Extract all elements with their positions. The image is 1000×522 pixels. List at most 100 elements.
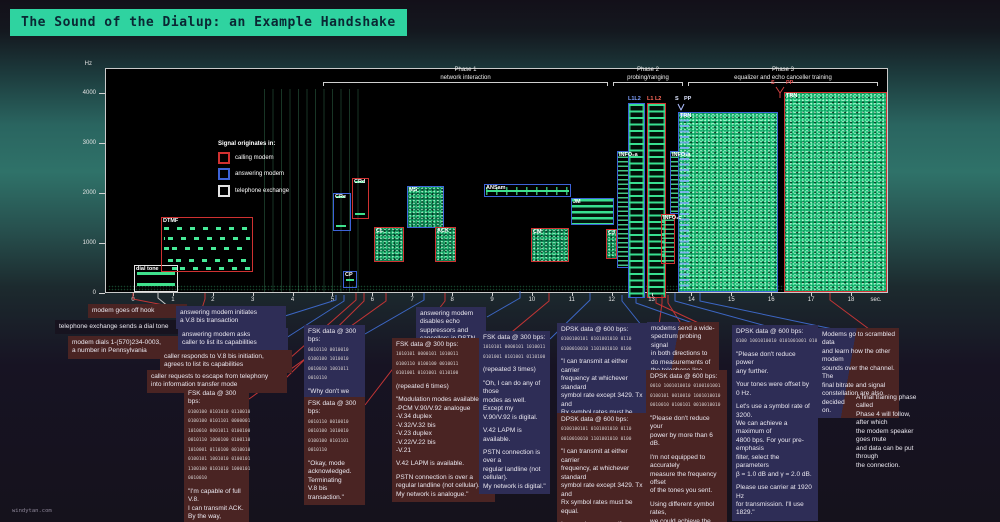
callout-text: V.42 LAPM is available. — [396, 460, 465, 468]
signal-cre: CRe — [333, 193, 351, 231]
x-tick-label: 1 — [171, 297, 175, 303]
callout-title: FSK data @ 300 bps: — [308, 400, 357, 416]
callout-c8: FSK data @ 300 bps:0100100 0101010 01100… — [184, 387, 251, 522]
callout-c2: telephone exchange sends a dial tone — [55, 320, 194, 335]
binary-data: 0100100 0101010 0110010 — [188, 409, 251, 415]
callout-title: DPSK data @ 600 bps: — [561, 416, 629, 423]
signal-label-l1l2_a: L1L2 — [628, 96, 641, 102]
callout-title: FSK data @ 300 bps: — [308, 328, 357, 344]
signal-trn_a: TRN — [678, 112, 778, 292]
binary-data: 0101001 0101001 0110100 — [396, 371, 459, 377]
callout-c4: answering modem initiates a V.8 bis tran… — [176, 306, 286, 329]
x-tick-label: 12 — [608, 297, 616, 303]
binary-data: 0010110 1000100 0100110 — [188, 438, 251, 444]
answerer-swatch — [218, 168, 230, 180]
phase-label-3: Phase 3 equalizer and echo canceller tra… — [734, 67, 832, 81]
signal-dtmf: DTMF — [161, 217, 253, 272]
callout-c10: FSK data @ 300 bps: 0010110 0010010 001010… — [304, 397, 365, 506]
signal-label-info1a: INFO₁a — [672, 152, 691, 158]
callout-text: modem goes off hook — [92, 307, 155, 314]
y-tick — [99, 193, 105, 194]
signal-cl: CL — [374, 227, 404, 262]
binary-data: 1010101 0000101 1010011 — [483, 345, 546, 351]
callout-text: Your tones were offset by 0 Hz. — [736, 381, 809, 397]
x-tick-label: 4 — [290, 297, 295, 303]
x-tick — [332, 293, 334, 296]
x-tick — [691, 293, 693, 296]
callout-text: (repeated 3 times) — [483, 366, 536, 374]
signal-label-trn_a: TRN — [680, 113, 692, 119]
phase-bracket-1 — [323, 82, 608, 86]
legend-item-caller: calling modem — [218, 151, 289, 164]
signal-info1c: INFO₁c — [661, 214, 681, 264]
x-tick — [571, 293, 573, 296]
callout-text: Using different symbol rates, we could a… — [650, 500, 715, 522]
watermark: windytan.com — [12, 508, 52, 514]
signal-l1l2_c — [647, 103, 666, 298]
callout-text: Please use carrier at 1920 Hz for transm… — [736, 484, 812, 517]
callout-text: "Please don't reduce power any further. — [736, 350, 796, 375]
signal-label-cre: CRe — [335, 194, 347, 200]
signal-label-ack: ACK — [437, 228, 449, 234]
y-tick — [99, 293, 105, 294]
signal-l1l2_a — [628, 103, 645, 298]
signal-ms: MS — [407, 186, 444, 228]
signal-cp: CP — [343, 271, 357, 288]
binary-data: 0010 1001010010 0100101001 — [650, 384, 721, 390]
callout-c18: DPSK data @ 600 bps:0100 1001010010 0101… — [732, 325, 818, 521]
y-tick-label: 2000 — [82, 190, 96, 196]
binary-data: 0100100 1010010 — [308, 357, 349, 363]
legend-label: telephone exchange — [235, 187, 290, 194]
signal-label-cp: CP — [345, 272, 353, 278]
x-tick-label: 18 — [847, 297, 855, 303]
signal-label-ms: MS — [409, 187, 418, 193]
y-tick-label: 3000 — [82, 140, 96, 146]
binary-data: 0010110 — [308, 376, 327, 382]
binary-data: 0010010 — [188, 476, 207, 482]
binary-data: 0100110 0100100 0010011 — [396, 361, 459, 367]
callout-title: DPSK data @ 600 bps: — [736, 328, 804, 335]
x-tick-label: 11 — [568, 297, 575, 303]
x-tick-label: 7 — [410, 297, 414, 303]
y-tick — [99, 143, 105, 144]
callout-text: A final training phase called Phase 4 wi… — [856, 394, 917, 469]
callout-text: caller responds to V.8 bis initiation, a… — [164, 353, 264, 369]
x-tick-label: 9 — [490, 297, 494, 303]
callout-text: "Modulation modes available: -PCM V.90/V… — [396, 396, 481, 455]
binary-data: 0100100101 0101001010 0110 — [561, 427, 632, 433]
x-tick — [372, 293, 374, 296]
signal-cj: CJ — [606, 229, 617, 259]
x-tick-label: 6 — [370, 297, 374, 303]
binary-data: 0010100 1010010 — [308, 429, 349, 435]
callout-text: answering modem initiates a V.8 bis tran… — [180, 309, 257, 325]
x-tick-label: 10 — [528, 297, 536, 303]
x-tick — [292, 293, 294, 296]
marker-pp_a: PP — [684, 96, 692, 102]
y-tick — [99, 93, 105, 94]
binary-data: 0010110 0010010 — [308, 419, 349, 425]
signal-label-l1l2_c: L1 L2 — [647, 96, 662, 102]
binary-data: 0100100 0101101 — [308, 438, 349, 444]
signal-label-info1c: INFO₁c — [663, 215, 682, 221]
binary-data: 1010101 0000101 1010011 — [396, 352, 459, 358]
x-tick — [611, 293, 613, 296]
signal-label-dial_tone: dial tone — [136, 266, 159, 272]
signal-ansam: ANSam — [484, 184, 571, 197]
callout-title: DPSK data @ 600 bps: — [650, 373, 718, 380]
signal-ack: ACK — [435, 227, 456, 262]
signal-label-cl: CL — [376, 228, 384, 234]
y-axis-unit: Hz — [84, 61, 92, 67]
x-tick-label: 15 — [728, 297, 735, 303]
signal-jm: JM — [571, 198, 614, 225]
binary-data: 0100101 0010010 1001010010 — [650, 393, 721, 399]
callout-title: DPSK data @ 600 bps: — [561, 326, 629, 333]
callout-text: PSTN connection is over a regular landli… — [483, 448, 546, 490]
binary-data: 0010010 1001011 — [308, 366, 349, 372]
callout-text: telephone exchange sends a dial tone — [59, 323, 169, 330]
phase-label-1: Phase 1 network interaction — [440, 67, 491, 81]
callout-text: I'm not equipped to accurately measure t… — [650, 453, 717, 495]
legend-label: calling modem — [235, 154, 274, 161]
signal-label-crd: CRd — [354, 179, 366, 185]
